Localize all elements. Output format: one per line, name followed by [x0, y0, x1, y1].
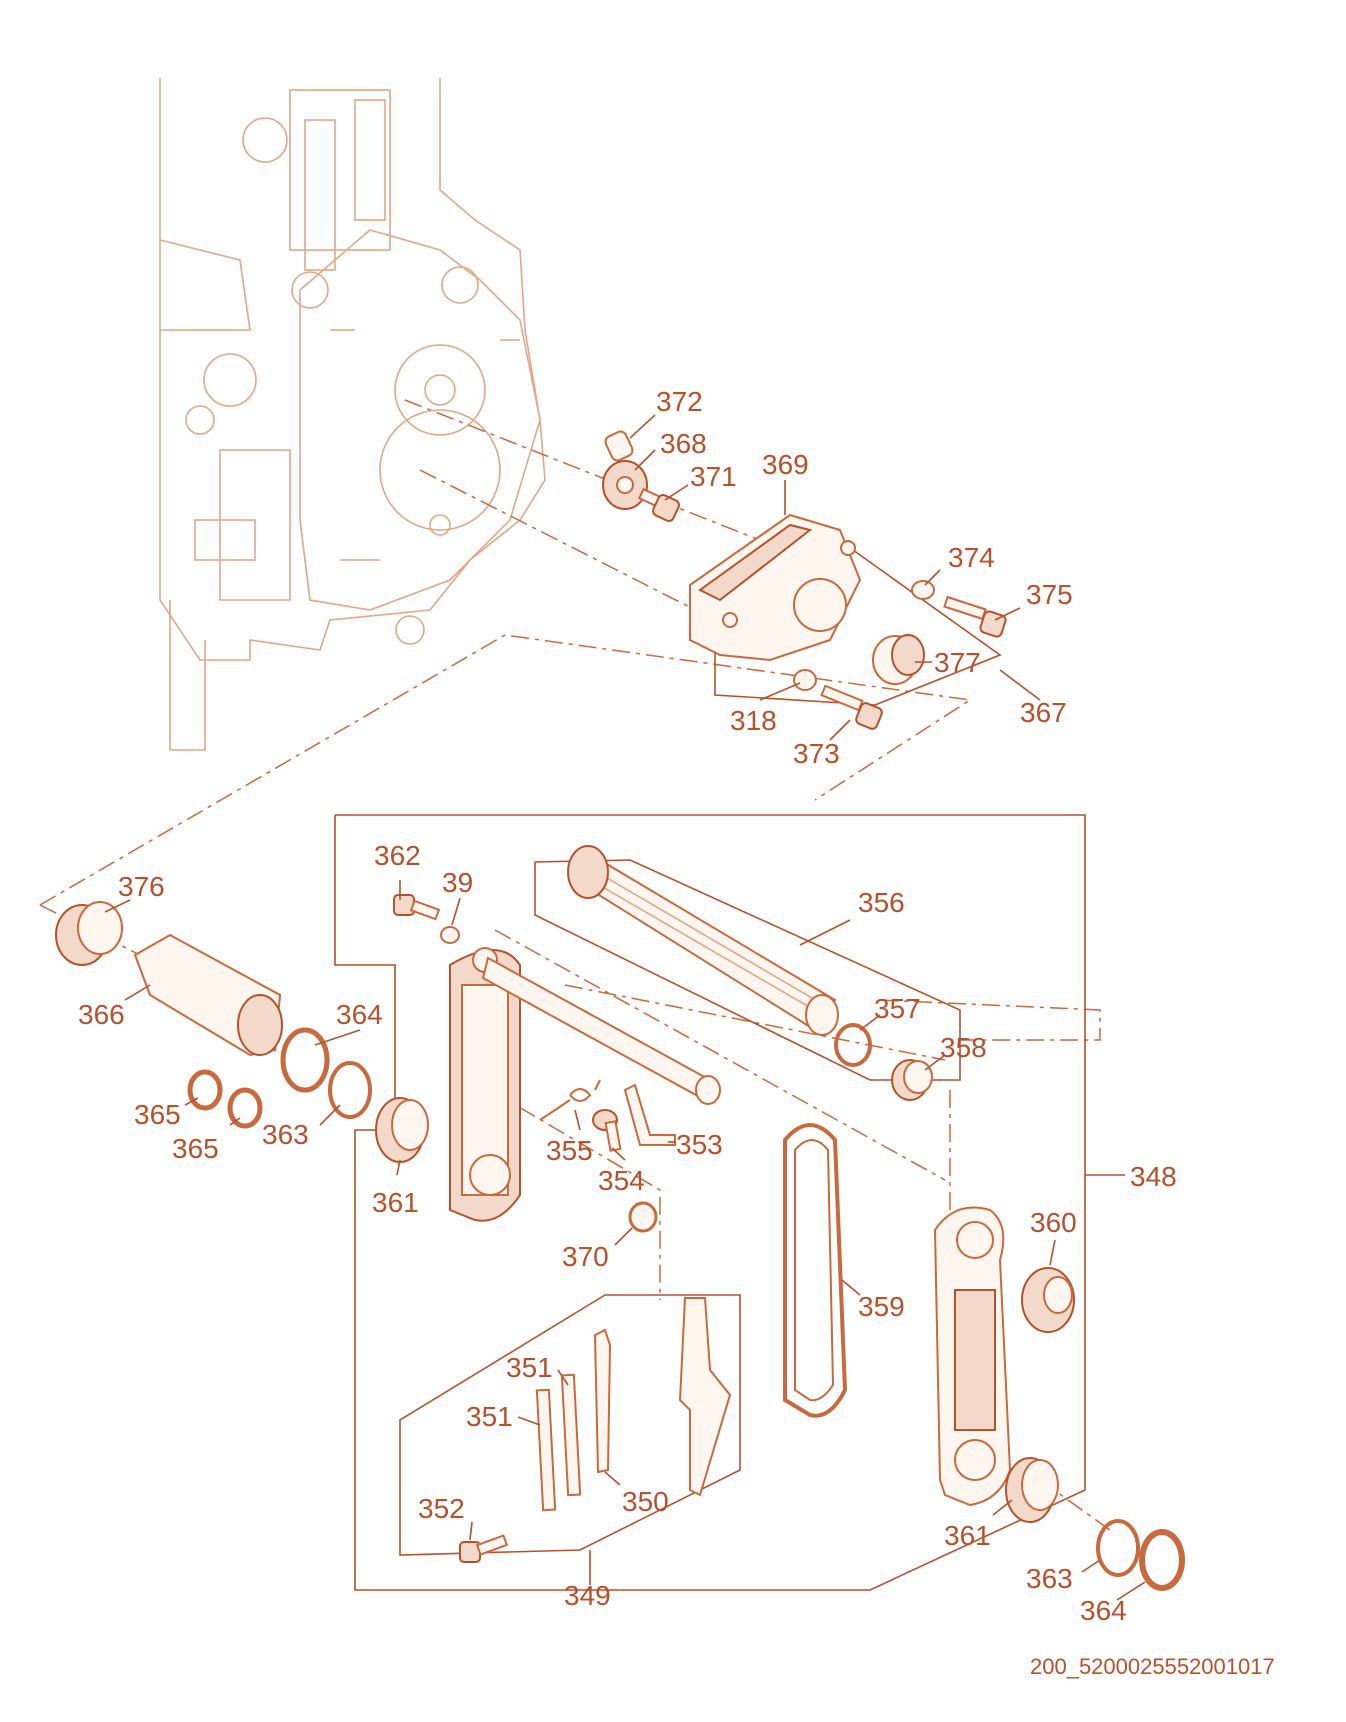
callout-349: 349	[564, 1580, 611, 1611]
callout-357: 357	[874, 993, 921, 1024]
callout-362: 362	[374, 840, 421, 871]
callout-318: 318	[730, 705, 777, 736]
bolt-371	[637, 487, 680, 522]
frame-349	[399, 1294, 741, 1556]
bolt-352	[459, 1534, 509, 1563]
callout-361-right: 361	[944, 1520, 991, 1551]
callout-376: 376	[118, 871, 165, 902]
callout-372: 372	[656, 386, 703, 417]
callout-358: 358	[940, 1032, 987, 1063]
splined-shaft-356	[567, 845, 839, 1036]
seal-360	[1021, 1267, 1075, 1333]
circlip-364-left	[280, 1027, 330, 1093]
callout-354: 354	[598, 1165, 645, 1196]
frame-356	[534, 859, 961, 1081]
spring-355	[539, 1079, 601, 1121]
bushing-361-left	[375, 1097, 429, 1163]
callout-355: 355	[546, 1135, 593, 1166]
callout-359: 359	[858, 1291, 905, 1322]
callout-369: 369	[762, 449, 809, 480]
ring-363-right	[1096, 1519, 1140, 1577]
ring-365-bottom	[227, 1087, 263, 1129]
circlip-364-right	[1139, 1529, 1185, 1591]
bolt-373	[820, 684, 883, 730]
callout-356: 356	[858, 887, 905, 918]
part-drawings	[55, 430, 1185, 1591]
callout-373: 373	[793, 738, 840, 769]
callout-370: 370	[562, 1241, 609, 1272]
bolt-354	[592, 1109, 622, 1152]
callout-351-lower: 351	[466, 1401, 513, 1432]
callout-364-right: 364	[1080, 1595, 1127, 1626]
bolt-362	[393, 894, 441, 921]
plate-350	[593, 1328, 612, 1474]
strip-351-left	[535, 1388, 557, 1512]
ring-365-top	[187, 1069, 223, 1111]
callout-374: 374	[948, 542, 995, 573]
callout-348: 348	[1130, 1161, 1177, 1192]
callout-371: 371	[690, 461, 737, 492]
callout-39: 39	[442, 867, 473, 898]
callout-350: 350	[622, 1486, 669, 1517]
bushing-376	[55, 901, 123, 966]
callout-361-left: 361	[372, 1187, 419, 1218]
cap-358	[891, 1059, 933, 1101]
document-id: 200_5200025552001017	[1030, 1654, 1275, 1679]
washer-370	[628, 1201, 658, 1233]
washer-39	[440, 926, 460, 944]
washer-318	[793, 669, 817, 691]
shaft-366	[133, 933, 283, 1057]
gasket-359	[783, 1123, 848, 1418]
leader-lines	[104, 414, 1146, 1601]
strip-351-right	[560, 1373, 582, 1497]
frame-348	[334, 814, 1086, 1591]
callout-363-left: 363	[262, 1119, 309, 1150]
engine-block-illustration	[159, 78, 546, 751]
callout-364-left: 364	[336, 999, 383, 1030]
callout-365-bottom: 365	[172, 1133, 219, 1164]
bushing-361-right	[1005, 1457, 1059, 1523]
callout-351-upper: 351	[506, 1352, 553, 1383]
link-blade	[678, 1297, 732, 1497]
pin-372	[604, 430, 634, 462]
callout-365-top: 365	[134, 1099, 181, 1130]
callout-363-right: 363	[1026, 1563, 1073, 1594]
ring-363-left	[328, 1061, 372, 1119]
o-ring-357	[834, 1023, 872, 1067]
callout-375: 375	[1026, 579, 1073, 610]
washer-374	[911, 580, 935, 600]
callout-368: 368	[660, 428, 707, 459]
bolt-375	[943, 595, 1007, 638]
callout-366: 366	[78, 999, 125, 1030]
callout-367: 367	[1020, 697, 1067, 728]
lever-353	[623, 1083, 676, 1146]
callout-labels: 372 368 371 369 374 375 377 367 318 373 …	[78, 386, 1275, 1679]
callout-353: 353	[676, 1129, 723, 1160]
callout-377: 377	[934, 647, 981, 678]
callout-360: 360	[1030, 1207, 1077, 1238]
callout-352: 352	[418, 1493, 465, 1524]
